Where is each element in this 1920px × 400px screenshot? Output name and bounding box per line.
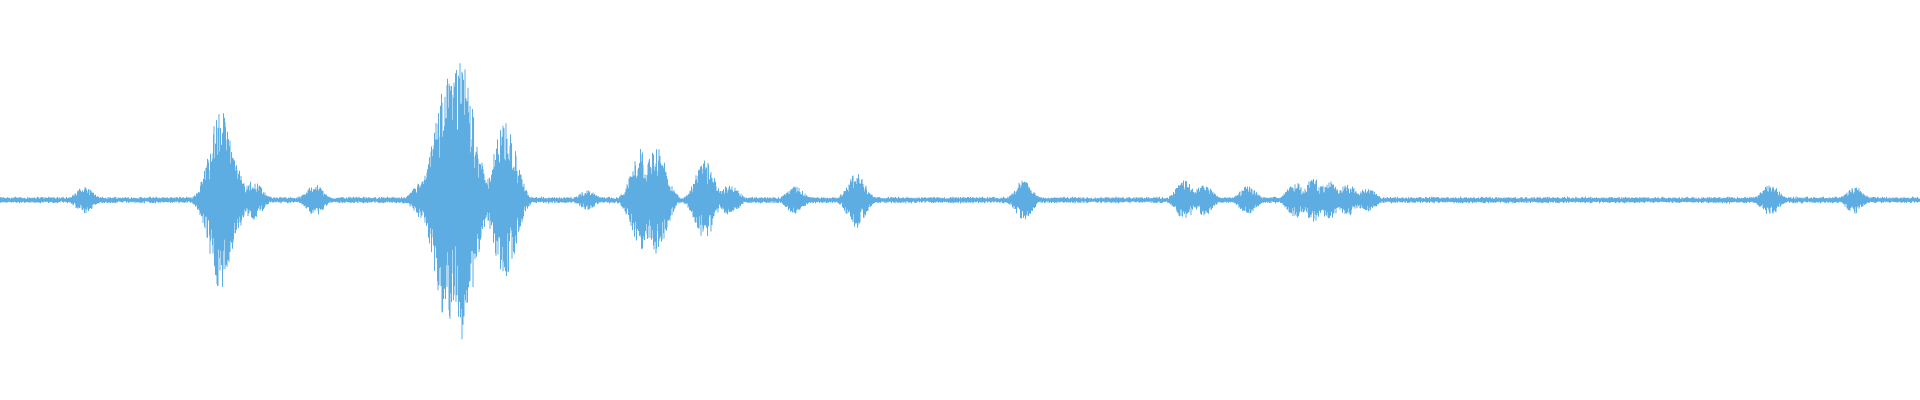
waveform-trace <box>0 63 1920 340</box>
